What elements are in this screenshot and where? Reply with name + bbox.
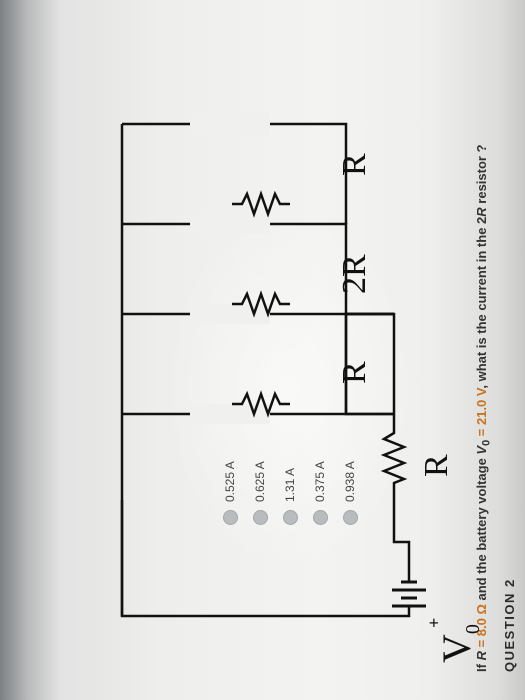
battery-plus-sign: + <box>424 617 444 628</box>
answer-option-label: 0.375 A <box>313 461 327 502</box>
radio-button[interactable] <box>342 510 358 525</box>
radio-button[interactable] <box>222 510 238 525</box>
answer-option[interactable]: 0.525 A <box>222 461 238 525</box>
answer-option-label: 0.938 A <box>343 461 357 502</box>
resistor-r-series <box>380 427 408 489</box>
answer-option[interactable]: 0.625 A <box>252 461 268 525</box>
resistor-2r <box>232 290 290 318</box>
rail-branch-4 <box>122 122 348 224</box>
answer-option-label: 0.625 A <box>253 461 267 502</box>
rail-branch-3 <box>122 222 348 314</box>
radio-button[interactable] <box>282 510 298 525</box>
battery-voltage-label: V0 <box>434 624 484 663</box>
answer-option[interactable]: 0.938 A <box>342 461 358 525</box>
radio-button[interactable] <box>312 510 328 525</box>
answer-option[interactable]: 1.31 A <box>282 468 298 525</box>
resistor-2r-label: 2R <box>336 254 373 294</box>
resistor-r1-label: R <box>336 361 373 384</box>
resistor-r3 <box>232 190 290 218</box>
resistor-r3-label: R <box>336 153 373 176</box>
answer-option-label: 0.525 A <box>223 461 237 502</box>
resistor-r-series-label: R <box>418 454 455 477</box>
wire-top <box>392 489 411 582</box>
radio-button[interactable] <box>252 510 268 525</box>
answer-option[interactable]: 0.375 A <box>312 461 328 525</box>
answer-option-label: 1.31 A <box>283 467 297 502</box>
resistor-r1 <box>232 390 290 418</box>
